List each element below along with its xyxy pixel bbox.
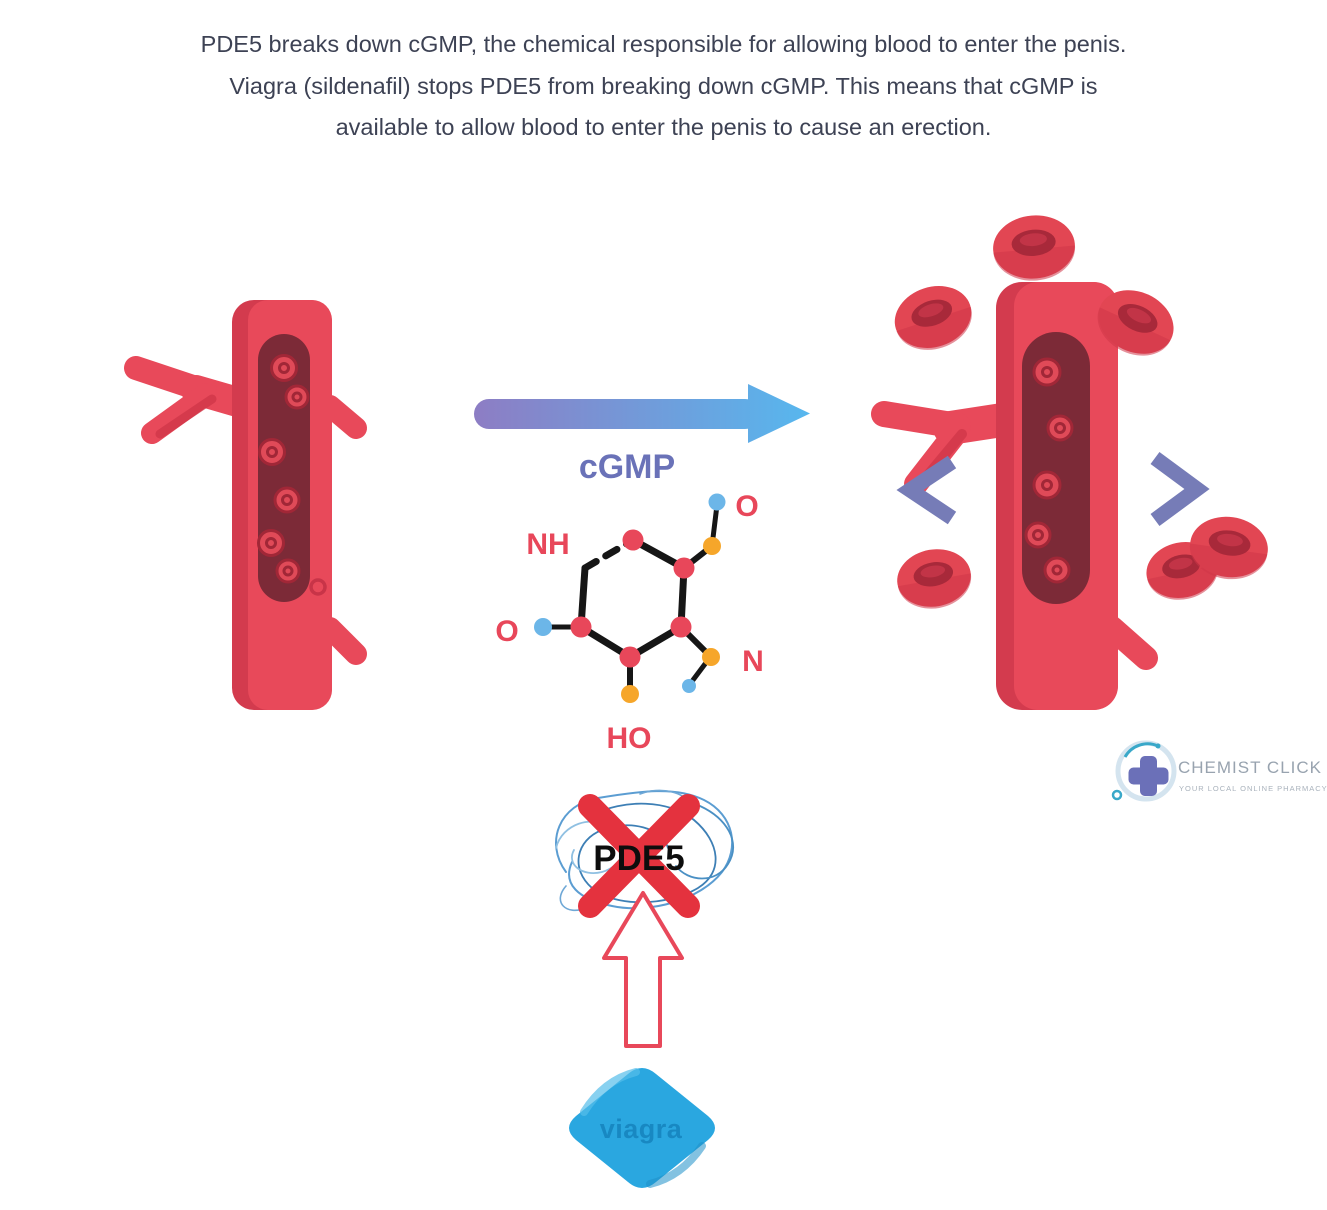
cgmp-arrow-body <box>474 399 760 429</box>
molecule-label-nh: NH <box>526 528 569 561</box>
pill-shadow <box>646 1142 706 1188</box>
left-blood-vessel-illustration <box>124 300 367 710</box>
molecule-label-ho: HO <box>607 722 652 755</box>
molecule-atoms <box>534 493 726 703</box>
header-line-3: available to allow blood to enter the pe… <box>335 114 992 140</box>
header-text-block: PDE5 breaks down cGMP, the chemical resp… <box>0 24 1327 149</box>
left-vessel-blood-cells <box>257 354 310 584</box>
header-line-1: PDE5 breaks down cGMP, the chemical resp… <box>200 31 1127 57</box>
expansion-chevrons <box>896 451 1210 527</box>
logo-stethoscope-arc <box>1123 742 1159 758</box>
logo-name: CHEMIST CLICK <box>1178 758 1322 777</box>
red-cross-icon <box>578 794 700 918</box>
right-vessel-blood-cells <box>1024 357 1074 584</box>
logo-cross-icon <box>1128 756 1169 796</box>
pde5-blocked-group: PDE5 <box>555 789 734 918</box>
cgmp-label: cGMP <box>579 448 675 486</box>
left-vessel-branches <box>124 356 367 665</box>
cgmp-molecule: NH O O N HO <box>495 490 764 755</box>
chemist-click-logo: CHEMIST CLICK YOUR LOCAL ONLINE PHARMACY <box>1111 740 1327 802</box>
up-arrow-icon <box>602 891 684 1048</box>
header-line-2: Viagra (sildenafil) stops PDE5 from brea… <box>229 72 1098 99</box>
viagra-pill: viagra <box>569 1068 715 1188</box>
logo-stethoscope-bell <box>1111 789 1123 801</box>
molecule-label-n: N <box>742 645 764 678</box>
chevron-left-icon <box>896 455 957 525</box>
pde5-label: PDE5 <box>593 839 684 878</box>
pill-shape <box>569 1068 715 1188</box>
molecule-labels: NH O O N HO <box>495 490 764 755</box>
pill-highlight <box>580 1068 640 1116</box>
pill-label: viagra <box>600 1114 683 1144</box>
chevron-right-icon <box>1150 451 1210 527</box>
molecule-label-o-left: O <box>495 615 518 648</box>
logo-tagline: YOUR LOCAL ONLINE PHARMACY <box>1179 784 1327 793</box>
logo-stethoscope-tip <box>1155 743 1161 749</box>
left-vessel-detail-ring <box>309 578 327 596</box>
molecule-label-o-top: O <box>735 490 758 523</box>
left-branch-shadow <box>155 394 217 439</box>
right-blood-vessel-illustration <box>871 212 1272 710</box>
cgmp-arrow-head <box>748 384 810 443</box>
cgmp-arrow: cGMP <box>474 384 810 486</box>
